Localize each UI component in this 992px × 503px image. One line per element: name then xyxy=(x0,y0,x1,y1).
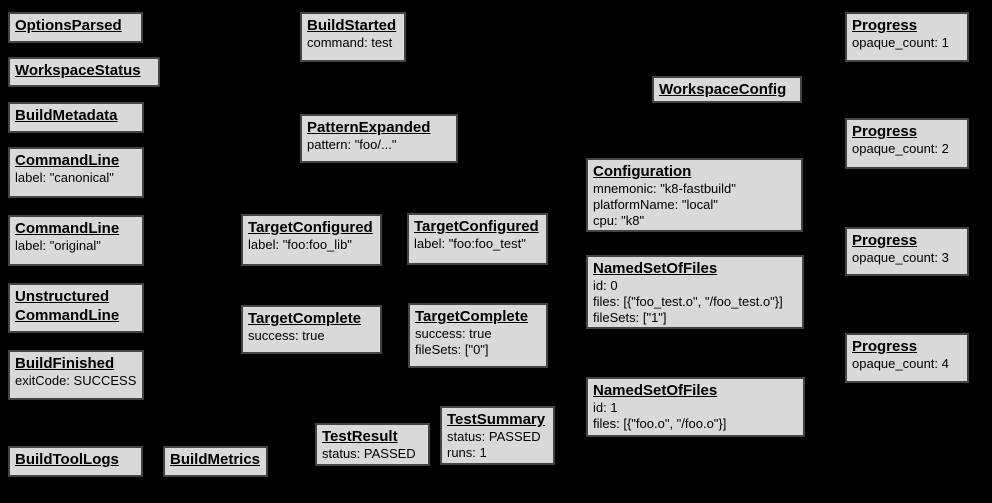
node-field: id: 1 xyxy=(593,400,618,415)
node-field: pattern: "foo/..." xyxy=(307,137,397,152)
node-field: exitCode: SUCCESS xyxy=(15,373,137,388)
node-title: BuildFinished xyxy=(15,355,115,372)
node-title: NamedSetOfFiles xyxy=(593,260,718,277)
node-title: Progress xyxy=(852,338,918,355)
node-options-parsed: OptionsParsed xyxy=(8,12,143,43)
node-field: label: "foo:foo_lib" xyxy=(248,237,352,252)
node-field: status: PASSED xyxy=(447,429,541,444)
node-title: OptionsParsed xyxy=(15,17,122,34)
node-field: fileSets: ["1"] xyxy=(593,310,667,325)
node-field: fileSets: ["0"] xyxy=(415,342,489,357)
node-field: id: 0 xyxy=(593,278,618,293)
node-title: TargetComplete xyxy=(248,310,362,327)
node-workspace-status: WorkspaceStatus xyxy=(8,57,160,87)
node-field: opaque_count: 2 xyxy=(852,141,949,156)
node-field: runs: 1 xyxy=(447,445,487,460)
node-field: files: [{"foo_test.o", "/foo_test.o"}] xyxy=(593,294,783,309)
node-field: opaque_count: 1 xyxy=(852,35,949,50)
node-field: mnemonic: "k8-fastbuild" xyxy=(593,181,736,196)
node-field: status: PASSED xyxy=(322,446,416,461)
node-field: success: true xyxy=(415,326,492,341)
node-title: CommandLine xyxy=(15,220,120,237)
node-title: BuildMetadata xyxy=(15,107,118,124)
node-title: Unstructured xyxy=(15,288,110,305)
node-build-metadata: BuildMetadata xyxy=(8,102,144,133)
node-title: TargetConfigured xyxy=(248,219,373,236)
node-title: Progress xyxy=(852,17,918,34)
node-title: TargetConfigured xyxy=(414,218,539,235)
node-field: files: [{"foo.o", "/foo.o"}] xyxy=(593,416,727,431)
node-field: command: test xyxy=(307,35,393,50)
node-title: BuildToolLogs xyxy=(15,451,119,468)
node-field: success: true xyxy=(248,328,325,343)
node-title: NamedSetOfFiles xyxy=(593,382,718,399)
node-field: platformName: "local" xyxy=(593,197,718,212)
node-title: TargetComplete xyxy=(415,308,529,325)
node-title: BuildStarted xyxy=(307,17,397,34)
node-title: Progress xyxy=(852,123,918,140)
node-title: CommandLine xyxy=(15,307,120,324)
node-title: TestSummary xyxy=(447,411,546,428)
node-build-metrics: BuildMetrics xyxy=(163,446,268,477)
node-title: Progress xyxy=(852,232,918,249)
node-field: cpu: "k8" xyxy=(593,213,645,228)
node-workspace-config: WorkspaceConfig xyxy=(652,76,802,103)
node-title: CommandLine xyxy=(15,152,120,169)
node-title: Configuration xyxy=(593,163,692,180)
node-title: TestResult xyxy=(322,428,398,445)
node-title: WorkspaceStatus xyxy=(15,62,141,79)
node-field: label: "foo:foo_test" xyxy=(414,236,526,251)
node-field: opaque_count: 4 xyxy=(852,356,949,371)
node-title: PatternExpanded xyxy=(307,119,431,136)
node-build-tool-logs: BuildToolLogs xyxy=(8,446,143,477)
node-field: label: "canonical" xyxy=(15,170,114,185)
node-title: BuildMetrics xyxy=(170,451,261,468)
node-field: opaque_count: 3 xyxy=(852,250,949,265)
node-title: WorkspaceConfig xyxy=(659,81,787,98)
node-field: label: "original" xyxy=(15,238,101,253)
